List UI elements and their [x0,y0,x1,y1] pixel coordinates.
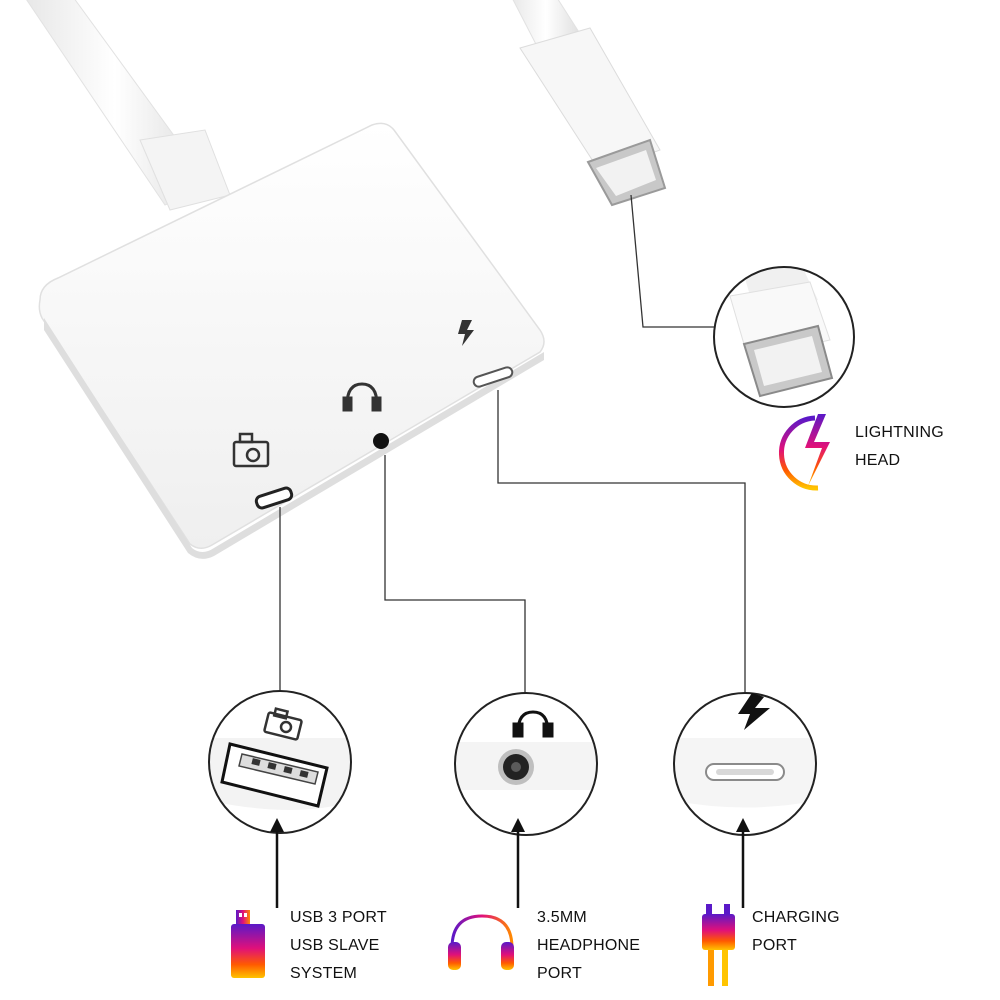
lightning-port-on-adapter [472,366,514,388]
camera-icon [263,707,303,741]
charging-port-label: CHARGING PORT [752,904,840,960]
usb-port-label-line-1: USB 3 PORT [290,909,387,926]
headphone-port-label-line-3: PORT [537,965,582,982]
charging-port-zoom [673,692,817,836]
headphone-icon [342,382,382,412]
lightning-head-label-line-2: HEAD [855,452,901,469]
charging-port-label-line-1: CHARGING [752,909,840,926]
lightning-head-zoom [713,266,855,408]
lightning-badge-icon [778,414,830,491]
headphones-icon [448,914,514,970]
camera-icon [232,432,270,468]
cable-to-adapter [26,0,231,211]
adapter-body [38,122,545,559]
lightning-bolt-icon [458,320,474,346]
plug-icon [702,904,735,986]
headphone-jack-zoom [454,692,598,836]
headphone-icon [512,710,554,738]
headphone-port-label-line-1: 3.5MM [537,909,587,926]
lightning-head-label: LIGHTNING HEAD [855,419,944,475]
charging-port-label-line-2: PORT [752,937,797,954]
connector-lines [279,194,746,693]
audio-jack-on-adapter [373,433,389,449]
pointer-arrows [270,818,750,908]
lightning-bolt-icon [738,693,770,730]
usb-stick-icon [231,910,265,978]
usb-port-label: USB 3 PORT USB SLAVE SYSTEM [290,904,387,988]
usb-port-label-line-3: SYSTEM [290,965,357,982]
headphone-port-label-line-2: HEADPHONE [537,937,641,954]
headphone-port-label: 3.5MM HEADPHONE PORT [537,904,640,988]
usb-port-on-adapter [254,486,294,510]
usb-port-label-line-2: USB SLAVE [290,937,380,954]
usb-port-zoom [208,690,352,834]
lightning-head-label-line-1: LIGHTNING [855,424,944,441]
cable-to-lightning-head [512,0,667,207]
